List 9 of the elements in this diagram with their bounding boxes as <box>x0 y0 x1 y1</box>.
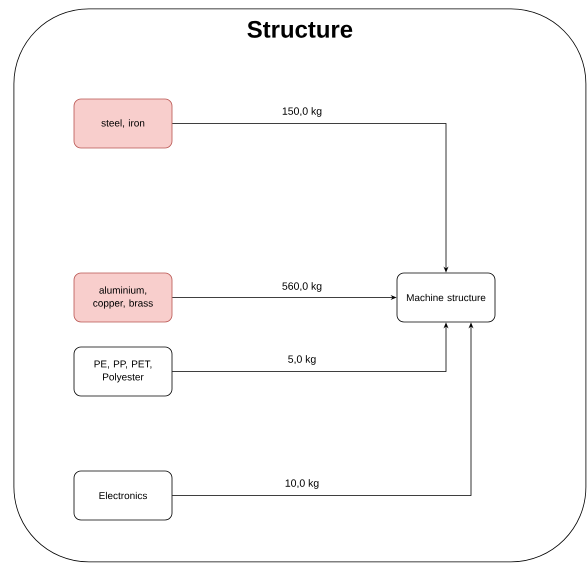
material-box: aluminium, copper, brass <box>74 272 172 322</box>
edge-label: 10,0 kg <box>284 478 320 490</box>
target-box: Machine structure <box>396 272 496 322</box>
material-box: Electronics <box>74 470 172 520</box>
edge-label: 560,0 kg <box>280 281 324 293</box>
edge-label: 5,0 kg <box>286 354 318 366</box>
edge-label: 150,0 kg <box>280 106 324 118</box>
material-box: PE, PP, PET, Polyester <box>74 346 172 396</box>
material-box: steel, iron <box>74 98 172 148</box>
